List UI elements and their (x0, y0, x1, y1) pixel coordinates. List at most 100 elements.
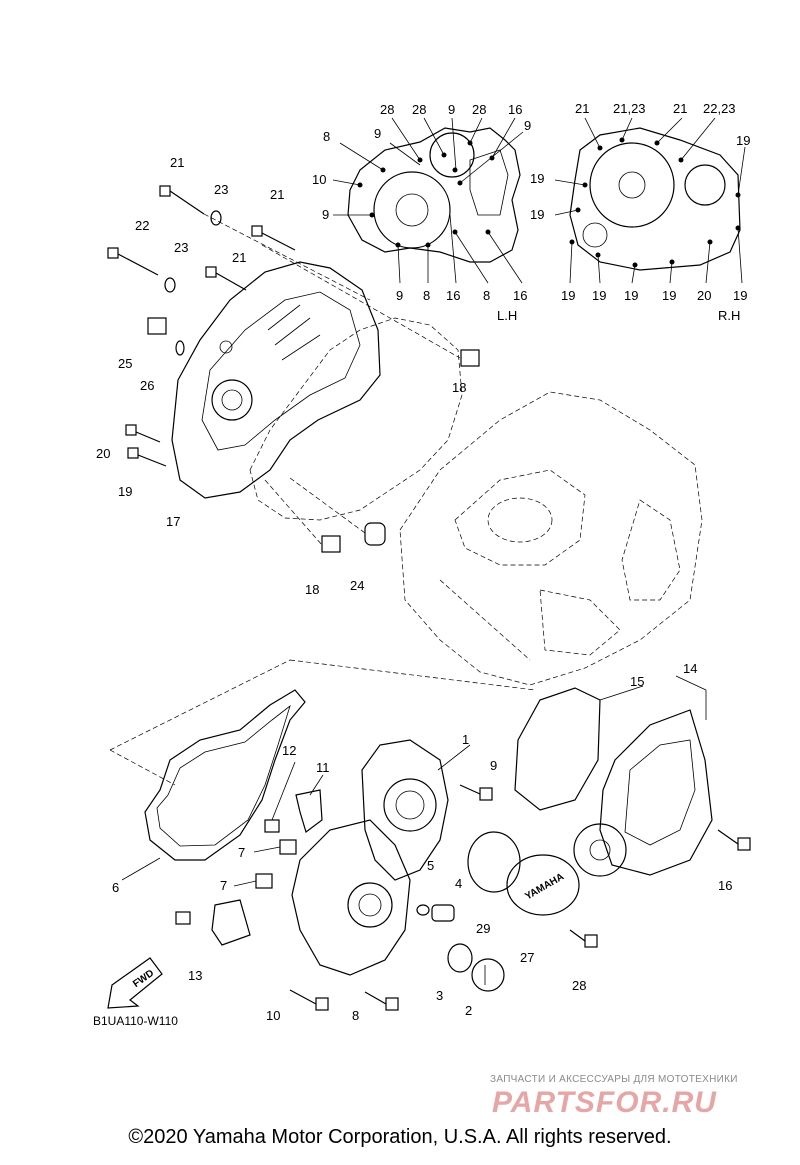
dowel-18-top (460, 349, 480, 367)
callout-lh-9b: 9 (524, 118, 531, 133)
callout-9: 9 (490, 758, 497, 773)
callout-lh-16c: 16 (513, 288, 527, 303)
rh-small-boss (582, 222, 608, 248)
callout-rh-19b: 19 (530, 171, 544, 186)
callout-4: 4 (455, 876, 462, 891)
callout-lh-9c: 9 (374, 126, 381, 141)
callout-28: 28 (572, 978, 586, 993)
rh-cover-outline (569, 127, 741, 271)
cover-17-body (171, 261, 381, 499)
callout-rh-21-23a: 21,23 (613, 101, 646, 116)
bolt-10 (289, 989, 329, 1011)
callout-16: 16 (718, 878, 732, 893)
cover-27: YAMAHA (506, 854, 580, 916)
seal-24 (364, 522, 386, 546)
rh-boss-inner (618, 171, 646, 199)
callout-23b: 23 (174, 240, 188, 255)
callout-18b: 18 (305, 582, 319, 597)
callout-12: 12 (282, 743, 296, 758)
bracket-11 (295, 789, 323, 833)
callout-29: 29 (476, 921, 490, 936)
callout-21a: 21 (170, 155, 184, 170)
callout-20: 20 (96, 446, 110, 461)
oring-5 (416, 904, 430, 916)
callout-lh-28a: 28 (380, 102, 394, 117)
lh-round-cap (429, 132, 475, 178)
dowel-7-bottom (255, 873, 273, 889)
plug-4 (431, 904, 455, 922)
callout-lh-28b: 28 (412, 102, 426, 117)
bolt-21-top (159, 185, 205, 215)
callout-17: 17 (166, 514, 180, 529)
bracket-13 (175, 899, 251, 946)
lh-inset: 28 28 9 28 16 9 8 9 10 9 9 8 16 8 16 L.H (312, 102, 531, 323)
callout-rh-19a: 19 (736, 133, 750, 148)
copyright-notice: ©2020 Yamaha Motor Corporation, U.S.A. A… (128, 1126, 672, 1148)
fwd-arrow-icon: FWD (107, 957, 163, 1009)
callout-11: 11 (316, 760, 330, 775)
callout-lh-10: 10 (312, 172, 326, 187)
plug-2 (471, 958, 505, 992)
bolt-21-mid (251, 225, 296, 251)
bolt-12 (264, 819, 280, 833)
left-cover-group: YAMAHA FWD 12 (93, 659, 751, 1028)
watermark-logo: PARTSFOR.RU (492, 1086, 717, 1119)
callout-18a: 18 (452, 380, 466, 395)
callout-3: 3 (436, 988, 443, 1003)
cover-gasket (249, 317, 463, 521)
callout-15: 15 (630, 674, 644, 689)
callout-6: 6 (112, 880, 119, 895)
callout-25: 25 (118, 356, 132, 371)
bolt-16 (717, 829, 751, 851)
callout-lh-16a: 16 (508, 102, 522, 117)
callout-2: 2 (465, 1003, 472, 1018)
plate-15 (514, 687, 601, 811)
lh-bracket (469, 149, 509, 216)
watermark-tagline: ЗАПЧАСТИ И АКСЕССУАРЫ ДЛЯ МОТОТЕХНИКИ (490, 1074, 738, 1085)
rh-large-boss (589, 142, 675, 228)
sprocket (573, 823, 627, 877)
callout-rh-19f: 19 (624, 288, 638, 303)
callout-lh-9e: 9 (396, 288, 403, 303)
bolt-8 (364, 991, 399, 1011)
washer-23-a (210, 210, 222, 226)
cover-1 (361, 739, 449, 881)
callout-22: 22 (135, 218, 149, 233)
lh-label: L.H (497, 308, 517, 323)
bolt-28 (569, 929, 598, 948)
callout-21c: 21 (232, 250, 246, 265)
left-case-cover (291, 819, 411, 976)
oring-26 (175, 340, 185, 356)
rh-inset: 21 21,23 21 22,23 19 19 19 19 19 19 19 2… (530, 101, 750, 323)
callout-lh-8b: 8 (423, 288, 430, 303)
washer-23-b (164, 277, 176, 293)
callout-5: 5 (427, 858, 434, 873)
sprocket-cover-14 (599, 709, 713, 876)
bolt-20 (125, 424, 161, 443)
fwd-label: FWD (131, 968, 156, 990)
callout-rh-21b: 21 (673, 101, 687, 116)
callout-lh-16b: 16 (446, 288, 460, 303)
plug-25 (147, 317, 167, 335)
callout-rh-19g: 19 (662, 288, 676, 303)
callout-lh-28c: 28 (472, 102, 486, 117)
callout-rh-19c: 19 (530, 207, 544, 222)
gasket-6 (144, 689, 306, 861)
rh-filter-cap (684, 164, 726, 206)
callout-lh-8a: 8 (323, 129, 330, 144)
bolt-22 (107, 247, 159, 276)
callout-1: 1 (462, 732, 469, 747)
cover-badge: YAMAHA (523, 871, 566, 902)
dowel-7-top (279, 839, 297, 855)
callout-26: 26 (140, 378, 154, 393)
crankcase-block (399, 391, 703, 686)
dowel-18-bottom (321, 535, 341, 553)
lh-cover-outline (347, 127, 521, 263)
callout-13: 13 (188, 968, 202, 983)
callout-lh-8c: 8 (483, 288, 490, 303)
callout-lh-9a: 9 (448, 102, 455, 117)
callout-27: 27 (520, 950, 534, 965)
oring-3 (447, 943, 473, 973)
rh-label: R.H (718, 308, 740, 323)
